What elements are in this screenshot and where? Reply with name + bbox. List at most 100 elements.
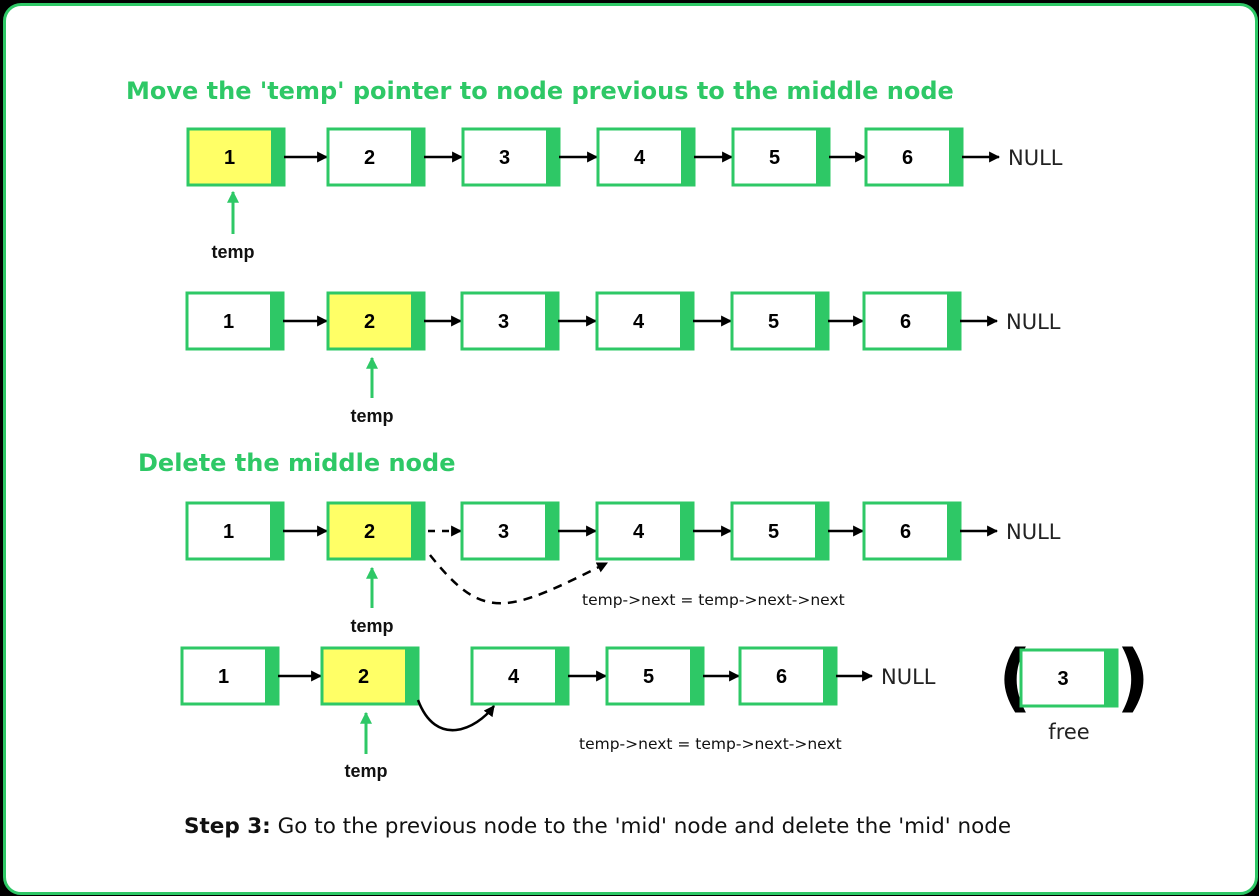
node-box <box>460 291 560 351</box>
node-1: 1 <box>186 127 286 187</box>
node-next-field <box>815 293 828 349</box>
node-next-field <box>270 293 283 349</box>
node-value: 4 <box>634 147 646 169</box>
node-next-field <box>947 293 960 349</box>
freed-node-group: ( 3 ) free <box>998 635 1150 744</box>
caption-step-label: Step 3: <box>184 814 271 839</box>
node-next-field <box>949 129 962 185</box>
node-6: 6 <box>862 501 962 561</box>
heading-delete-middle: Delete the middle node <box>138 449 455 477</box>
node-box <box>326 291 426 351</box>
node-1: 1 <box>185 501 285 561</box>
node-box <box>862 501 962 561</box>
node-3: 3 <box>461 127 561 187</box>
node-value: 2 <box>364 147 375 169</box>
node-box <box>185 501 285 561</box>
temp-pointer-label: temp <box>211 242 254 262</box>
node-value: 6 <box>900 521 911 543</box>
node-box <box>470 646 570 706</box>
code-annotation: temp->next = temp->next->next <box>579 735 842 753</box>
node-value: 5 <box>643 666 654 688</box>
node-next-field <box>546 129 559 185</box>
node-next-field <box>815 503 828 559</box>
node-3: 3 <box>460 291 560 351</box>
step-caption: Step 3: Go to the previous node to the '… <box>184 814 1011 839</box>
node-value: 6 <box>902 147 913 169</box>
node-box <box>730 501 830 561</box>
node-box <box>864 127 964 187</box>
node-value: 4 <box>633 311 645 333</box>
temp-pointer-label: temp <box>344 761 387 781</box>
node-value: 4 <box>633 521 645 543</box>
node-value: 6 <box>776 666 787 688</box>
node-2: 2 <box>326 127 426 187</box>
code-annotation: temp->next = temp->next->next <box>582 591 845 609</box>
node-box <box>326 501 426 561</box>
null-label: NULL <box>1008 146 1063 170</box>
node-next-field <box>411 129 424 185</box>
node-next-field <box>545 503 558 559</box>
node-1: 1 <box>185 291 285 351</box>
caption-step-text: Go to the previous node to the 'mid' nod… <box>271 814 1011 839</box>
node-box <box>180 646 280 706</box>
freed-label: free <box>1048 720 1089 744</box>
node-3: 3 <box>460 501 560 561</box>
node-value: 4 <box>508 666 520 688</box>
node-4: 4 <box>595 501 695 561</box>
node-next-field <box>690 648 703 704</box>
node-next-field <box>271 129 284 185</box>
node-box <box>461 127 561 187</box>
node-value: 5 <box>769 147 780 169</box>
node-2: 2 <box>320 646 420 706</box>
node-next-field <box>555 648 568 704</box>
node-box <box>862 291 962 351</box>
node-value: 6 <box>900 311 911 333</box>
node-5: 5 <box>730 501 830 561</box>
temp-pointer-label: temp <box>350 406 393 426</box>
node-6: 6 <box>738 646 838 706</box>
node-6: 6 <box>862 291 962 351</box>
node-value: 2 <box>364 311 375 333</box>
bypass-arrow <box>429 554 608 605</box>
node-next-field <box>411 503 424 559</box>
node-box <box>460 501 560 561</box>
node-box <box>326 127 426 187</box>
node-box <box>320 646 420 706</box>
temp-pointer-label: temp <box>350 616 393 636</box>
node-next-field <box>681 129 694 185</box>
node-box <box>730 291 830 351</box>
node-value: 1 <box>223 311 234 333</box>
list-row-2: 1 2 3 4 5 6 NULL temp <box>185 291 1061 426</box>
node-1: 1 <box>180 646 280 706</box>
node-box <box>185 291 285 351</box>
node-5: 5 <box>605 646 705 706</box>
node-2: 2 <box>326 501 426 561</box>
relinked-arrow <box>416 699 495 732</box>
node-next-field <box>545 293 558 349</box>
freed-node-value: 3 <box>1057 668 1068 690</box>
node-4: 4 <box>596 127 696 187</box>
right-paren: ) <box>1116 635 1150 721</box>
node-next-field <box>270 503 283 559</box>
node-value: 3 <box>499 147 510 169</box>
node-box <box>595 291 695 351</box>
freed-node-box <box>1019 648 1119 708</box>
node-5: 5 <box>730 291 830 351</box>
node-value: 5 <box>768 311 779 333</box>
node-next-field <box>816 129 829 185</box>
node-next-field <box>265 648 278 704</box>
node-next-field <box>680 503 693 559</box>
node-value: 1 <box>218 666 229 688</box>
node-box <box>596 127 696 187</box>
node-next-field <box>947 503 960 559</box>
node-box <box>738 646 838 706</box>
node-value: 2 <box>358 666 369 688</box>
node-value: 5 <box>768 521 779 543</box>
null-label: NULL <box>1006 310 1061 334</box>
node-value: 1 <box>224 147 235 169</box>
node-5: 5 <box>731 127 831 187</box>
